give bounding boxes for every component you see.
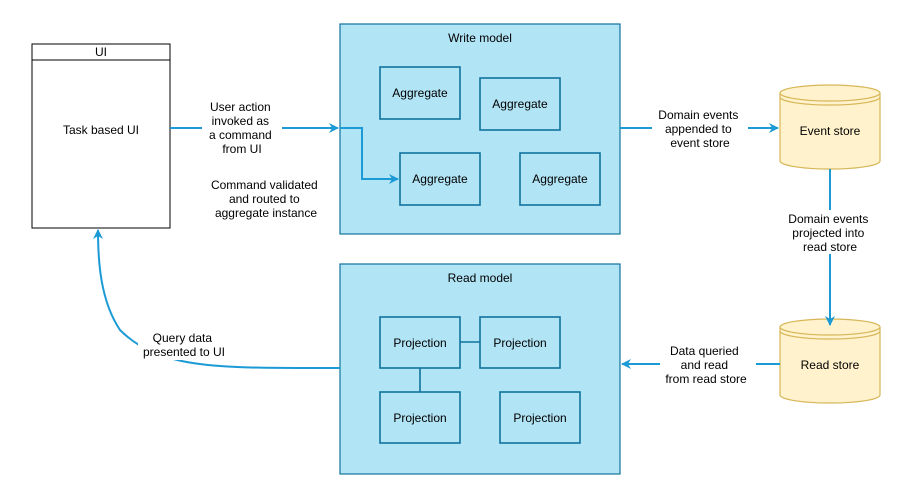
event-store-body bbox=[779, 84, 881, 170]
edge-label-command-validated: Command validated and routed to aggregat… bbox=[211, 178, 321, 220]
edge-label-line: event store bbox=[670, 136, 730, 150]
projection-label: Projection bbox=[393, 411, 446, 425]
read-store-body bbox=[779, 318, 881, 404]
edge-label-user-action: User action invoked as a command from UI bbox=[202, 99, 282, 156]
edge-label-line: and read bbox=[681, 358, 728, 372]
read-store-rim bbox=[779, 330, 881, 340]
label-backing bbox=[786, 210, 874, 254]
write-model-title: Write model bbox=[448, 31, 512, 45]
aggregate-box bbox=[479, 77, 561, 131]
edge-label-text: Domain events projected into read store bbox=[788, 212, 871, 254]
edge-label-text: Domain events appended to event store bbox=[658, 108, 741, 150]
edge-label-query-data: Query data presented to UI bbox=[138, 330, 230, 360]
projection-label: Projection bbox=[393, 336, 446, 350]
label-backing bbox=[652, 106, 748, 150]
label-backing bbox=[202, 99, 282, 155]
projection-label: Projection bbox=[493, 336, 546, 350]
event-store: Event store bbox=[779, 84, 881, 170]
projection-box bbox=[379, 391, 461, 444]
projection-box bbox=[479, 316, 561, 369]
projection-box bbox=[379, 316, 461, 369]
read-store: Read store bbox=[779, 318, 881, 404]
aggregate-label: Aggregate bbox=[532, 172, 588, 186]
aggregate-box bbox=[379, 66, 461, 120]
edge-label-line: User action bbox=[210, 100, 271, 114]
edge-label-line: Query data bbox=[153, 331, 213, 345]
aggregate-box bbox=[519, 152, 601, 206]
edge-label-text: Query data presented to UI bbox=[143, 331, 225, 359]
read-model: Read model Projection Projection Project… bbox=[339, 263, 621, 475]
edge-label-line: and routed to bbox=[229, 192, 300, 206]
route-to-aggregate-arrow bbox=[340, 127, 399, 184]
aggregate-label: Aggregate bbox=[392, 86, 448, 100]
ui-box: UI Task based UI bbox=[31, 43, 171, 229]
edge-label-line: aggregate instance bbox=[215, 206, 317, 220]
edge-label-line: projected into bbox=[792, 226, 864, 240]
aggregate-label: Aggregate bbox=[412, 172, 468, 186]
ui-box-frame bbox=[31, 43, 171, 229]
edge-label-text: User action invoked as a command from UI bbox=[209, 100, 275, 156]
edge-label-line: a command bbox=[209, 128, 272, 142]
projection-label: Projection bbox=[513, 411, 566, 425]
edge-label-line: presented to UI bbox=[143, 345, 225, 359]
event-store-label: Event store bbox=[800, 124, 861, 138]
edge-label-line: appended to bbox=[665, 122, 732, 136]
edge-label-domain-events-projected: Domain events projected into read store bbox=[786, 210, 874, 254]
edge-label-line: Domain events bbox=[658, 108, 738, 122]
edge-label-domain-events-appended: Domain events appended to event store bbox=[652, 106, 748, 150]
write-model: Write model Aggregate Aggregate Aggregat… bbox=[339, 23, 621, 235]
read-store-label: Read store bbox=[801, 358, 860, 372]
edge-label-line: Command validated bbox=[211, 178, 318, 192]
edge-label-line: read store bbox=[803, 240, 857, 254]
aggregate-box bbox=[399, 152, 481, 206]
read-model-to-ui-arrow bbox=[93, 229, 341, 370]
read-store-rim bbox=[779, 326, 881, 336]
ui-box-header: UI bbox=[95, 45, 107, 59]
edge-label-line: Data queried bbox=[670, 344, 739, 358]
edge-label-data-queried: Data queried and read from read store bbox=[660, 342, 756, 386]
edge-label-line: Domain events bbox=[788, 212, 868, 226]
edge-label-line: from read store bbox=[665, 372, 747, 386]
edge-label-line: from UI bbox=[222, 142, 261, 156]
event-store-rim bbox=[779, 96, 881, 106]
edge-label-text: Data queried and read from read store bbox=[665, 344, 747, 386]
ui-box-body: Task based UI bbox=[63, 123, 139, 137]
read-model-title: Read model bbox=[448, 271, 513, 285]
event-store-rim bbox=[779, 92, 881, 102]
projection-box bbox=[499, 391, 581, 444]
label-backing bbox=[138, 330, 230, 360]
label-backing bbox=[660, 342, 756, 386]
edge-label-line: invoked as bbox=[212, 114, 269, 128]
aggregate-label: Aggregate bbox=[492, 97, 548, 111]
